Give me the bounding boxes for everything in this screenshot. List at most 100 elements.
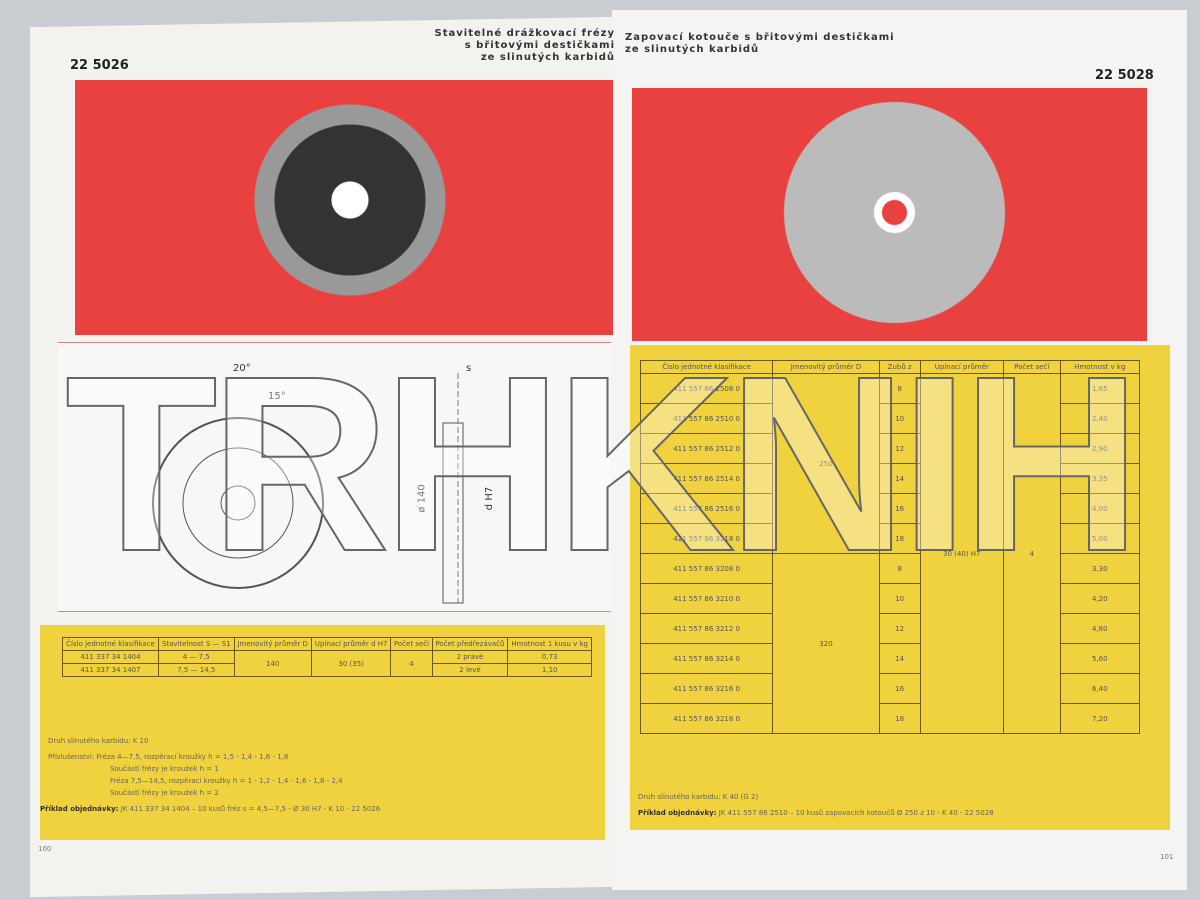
- cell: 10: [878, 583, 921, 614]
- col-header: Jmenovitý průměr D: [772, 360, 880, 374]
- table-row: 411 557 86 2516 0 16 4,00: [639, 493, 1141, 524]
- table-row: 411 557 86 3218 0 18 5,00: [639, 523, 1141, 554]
- note: Druh slinutého karbidu: K 10: [48, 737, 149, 745]
- cell: 411 557 86 2510 0: [639, 403, 774, 434]
- col-header: Číslo jednotné klasifikace: [639, 360, 774, 374]
- cell: 411 337 34 1404: [61, 650, 160, 664]
- cell: 16: [878, 493, 921, 524]
- cutter-drawing-svg: [152, 373, 464, 604]
- bore-label: d H7: [484, 486, 496, 511]
- cell: 411 557 86 3218 0: [639, 703, 774, 734]
- cell: 2 levé: [431, 663, 509, 677]
- cell: 30 (40) H7: [919, 373, 1004, 734]
- col-header: Počet sečí: [1002, 360, 1061, 374]
- col-header: Zubů z: [878, 360, 921, 374]
- cell: 14: [878, 643, 921, 674]
- note: Součástí frézy je kroužek h = 2: [110, 789, 219, 797]
- cell: 4: [390, 650, 433, 677]
- cell: 411 557 86 2516 0: [639, 493, 774, 524]
- diameter-label: ø 140: [416, 484, 428, 513]
- cell: 4,20: [1059, 583, 1141, 614]
- angle-label: 20°: [233, 363, 251, 374]
- cell: 5,00: [1059, 523, 1141, 554]
- table-row: 411 557 86 3210 0 10 4,20: [639, 583, 1141, 614]
- col-header: Jmenovitý průměr D: [233, 637, 312, 651]
- table-row: 411 557 86 2514 0 14 3,35: [639, 463, 1141, 494]
- cell: 18: [878, 703, 921, 734]
- cell: 4,00: [1059, 493, 1141, 524]
- col-header: Upínací průměr d H7: [310, 637, 392, 651]
- cell: 411 557 86 2508 0: [639, 373, 774, 404]
- cell: 411 557 86 3208 0: [639, 553, 774, 584]
- angle-label: 15°: [268, 391, 286, 402]
- title-line: ze slinutých karbidů: [480, 52, 615, 63]
- right-photo-panel: [632, 88, 1147, 341]
- cell: 14: [878, 463, 921, 494]
- left-title: Stavitelné drážkovací frézy s břitovými …: [430, 28, 615, 64]
- cell: 250: [772, 373, 880, 554]
- note: Součástí frézy je kroužek h = 1: [110, 765, 219, 773]
- page-number: 101: [1160, 853, 1174, 861]
- col-header: Počet sečí: [390, 637, 433, 651]
- cell: 411 557 86 3218 0: [639, 523, 774, 554]
- title-line: Zapovací kotouče s břitovými destičkami: [625, 32, 895, 43]
- cell: 12: [878, 613, 921, 644]
- right-catalog-code: 22 5028: [1095, 68, 1154, 83]
- cell: 4 — 7,5: [158, 650, 235, 664]
- cell: 1,65: [1059, 373, 1141, 404]
- title-line: ze slinutých karbidů: [625, 44, 760, 55]
- cell: 2,40: [1059, 403, 1141, 434]
- cell: 411 557 86 3210 0: [639, 583, 774, 614]
- col-header: Hmotnost v kg: [1059, 360, 1141, 374]
- cell: 2,90: [1059, 433, 1141, 464]
- cell: 18: [878, 523, 921, 554]
- col-header: Číslo jednotné klasifikace: [61, 637, 160, 651]
- cell: 12: [878, 433, 921, 464]
- cell: 10: [878, 403, 921, 434]
- cell: 2 pravé: [431, 650, 509, 664]
- cell: 411 557 86 3214 0: [639, 643, 774, 674]
- title-line: Stavitelné drážkovací frézy: [434, 28, 615, 39]
- cell: 7,5 — 14,5: [158, 663, 235, 677]
- title-line: s břitovými destičkami: [464, 40, 615, 51]
- cell: 140: [233, 650, 312, 677]
- groove-cutter-photo: [235, 100, 465, 300]
- cell: 30 (35): [310, 650, 392, 677]
- col-header: Počet předřezávačů: [431, 637, 509, 651]
- cell: 5,60: [1059, 643, 1141, 674]
- cell: 0,73: [507, 650, 592, 664]
- technical-drawing: 20° 15° ø 140 d H7 s: [58, 342, 611, 612]
- cell: 3,35: [1059, 463, 1141, 494]
- cell: 411 557 86 3212 0: [639, 613, 774, 644]
- col-header: Hmotnost 1 kusu v kg: [507, 637, 592, 651]
- cell: 411 557 86 2514 0: [639, 463, 774, 494]
- cell: 8: [878, 373, 921, 404]
- order-label: Příklad objednávky:: [638, 809, 717, 817]
- table-row: 411 557 86 2510 0 10 2,40: [639, 403, 1141, 434]
- table-row: 411 557 86 3214 0 14 5,60: [639, 643, 1141, 674]
- saw-blade-photo: [782, 100, 1007, 325]
- cell: 16: [878, 673, 921, 704]
- cell: 6,40: [1059, 673, 1141, 704]
- note: Příslušenství: Fréza 4—7,5, rozpěrací kr…: [48, 753, 289, 761]
- right-title: Zapovací kotouče s břitovými destičkami …: [625, 32, 895, 56]
- cell: 1,10: [507, 663, 592, 677]
- left-photo-panel: [75, 80, 613, 335]
- col-header: Stavitelnost S — S1: [158, 637, 235, 651]
- cell: 8: [878, 553, 921, 584]
- cell: 320: [772, 553, 880, 734]
- col-header: Upínací průměr: [919, 360, 1004, 374]
- cell: 3,30: [1059, 553, 1141, 584]
